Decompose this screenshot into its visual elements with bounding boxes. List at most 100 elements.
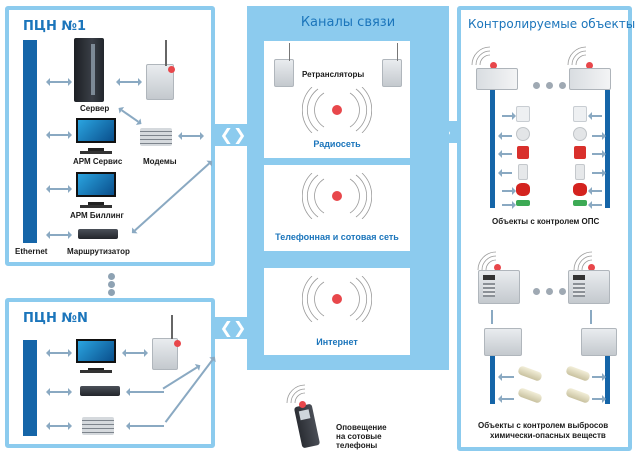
arrow-workstation-transmitter xyxy=(122,349,148,357)
bus-pcnN xyxy=(23,340,37,436)
workstation-icon xyxy=(76,118,116,154)
antenna-icon xyxy=(397,43,398,61)
arrow-bus-router xyxy=(46,388,72,396)
arrow-to-router xyxy=(126,388,164,396)
router-label: Маршрутизатор xyxy=(67,247,130,256)
modems-label: Модемы xyxy=(143,157,177,166)
signal-dot-icon xyxy=(588,264,595,271)
control-panel-icon xyxy=(476,68,518,90)
channels-title: Каналы связи xyxy=(300,15,396,30)
signal-dot-icon xyxy=(494,264,501,271)
arrow-sensor xyxy=(592,373,606,381)
phone-note-line3: телефоны xyxy=(336,441,378,450)
modems-icon xyxy=(140,128,172,146)
fire-alarm-button-icon xyxy=(574,146,586,159)
modems-icon xyxy=(82,417,114,435)
arrow-sensor xyxy=(588,187,602,195)
phone-note-line2: на сотовые xyxy=(336,432,382,441)
bus-right-ops xyxy=(605,90,610,208)
arrow-bus-modem xyxy=(46,422,72,430)
arrow-bus-arm-service xyxy=(46,131,72,139)
ethernet-label: Ethernet xyxy=(15,247,48,256)
signal-dot-icon xyxy=(490,62,497,69)
radio-waves-icon xyxy=(302,87,372,133)
phone-network-box: Телефонная и сотовая сеть xyxy=(264,165,410,251)
pcn1-title: ПЦН №1 xyxy=(23,19,87,34)
radio-waves-icon xyxy=(302,276,372,322)
antenna-icon xyxy=(289,43,290,61)
channels-panel: Каналы связи Ретрансляторы Радиосеть Тел… xyxy=(247,6,449,370)
chem-objects-label-line2: химически-опасных веществ xyxy=(490,431,606,440)
arrow-modems-out xyxy=(178,132,204,140)
arrow-sensor xyxy=(498,169,512,177)
signal-dot-icon xyxy=(332,191,342,201)
fire-alarm-button-icon xyxy=(517,146,529,159)
arrow-vertical xyxy=(590,310,592,324)
antenna-icon xyxy=(165,40,167,66)
arrow-bus-server xyxy=(46,78,72,86)
signal-dot-icon xyxy=(174,340,181,347)
more-pcn-dots xyxy=(108,272,115,297)
pcnN-panel xyxy=(5,298,215,448)
keypad-icon xyxy=(573,106,587,122)
router-icon xyxy=(80,386,120,396)
more-objects-dots xyxy=(530,76,569,94)
repeater-icon xyxy=(274,59,294,87)
arrow-bus-arm-billing xyxy=(46,185,72,193)
signal-dot-icon xyxy=(168,66,175,73)
exit-sign-icon xyxy=(573,200,587,206)
server-icon xyxy=(74,38,104,102)
arrow-vertical xyxy=(491,310,493,324)
connector-pcnN-channels: ❮❯ xyxy=(215,317,251,339)
connector-pcn1-channels: ❮❯ xyxy=(215,124,251,146)
more-objects-dots xyxy=(530,282,569,300)
radio-network-label: Радиосеть xyxy=(313,139,361,149)
arrow-sensor xyxy=(502,112,516,120)
radio-waves-icon xyxy=(302,173,372,219)
signal-dot-icon xyxy=(332,294,342,304)
phone-waves-icon xyxy=(286,384,306,404)
arrow-sensor xyxy=(592,395,606,403)
gas-analyzer-icon xyxy=(581,328,617,356)
internet-label: Интернет xyxy=(316,337,358,347)
arrow-sensor xyxy=(592,169,606,177)
keypad-icon xyxy=(516,106,530,122)
antenna-icon xyxy=(171,315,173,339)
siren-icon xyxy=(573,183,587,196)
motion-sensor-icon xyxy=(518,164,528,180)
arrow-sensor xyxy=(502,201,516,209)
arrow-sensor xyxy=(588,201,602,209)
signal-waves-icon xyxy=(573,251,593,271)
arrow-sensor xyxy=(498,132,512,140)
arrow-sensor xyxy=(588,112,602,120)
signal-waves-icon xyxy=(471,46,491,66)
internet-box: Интернет xyxy=(264,268,410,355)
transmitter-icon xyxy=(152,338,178,370)
smoke-detector-icon xyxy=(516,127,530,141)
arrow-bus-workstation xyxy=(46,349,72,357)
signal-waves-icon xyxy=(567,46,587,66)
repeater-icon xyxy=(382,59,402,87)
workstation-icon xyxy=(76,172,116,208)
router-icon xyxy=(78,229,118,239)
exit-sign-icon xyxy=(516,200,530,206)
signal-waves-icon xyxy=(477,251,497,271)
phone-note-line1: Оповещение xyxy=(336,423,387,432)
bus-left-ops xyxy=(490,90,495,208)
mobile-phone-icon xyxy=(293,403,321,449)
repeaters-label: Ретрансляторы xyxy=(302,70,365,79)
smoke-detector-icon xyxy=(573,127,587,141)
arm-service-label: АРМ Сервис xyxy=(73,157,123,166)
phone-network-label: Телефонная и сотовая сеть xyxy=(275,232,399,242)
siren-icon xyxy=(516,183,530,196)
gas-analyzer-icon xyxy=(484,328,522,356)
bus-left-chem xyxy=(490,356,495,404)
arm-billing-label: АРМ Биллинг xyxy=(70,211,124,220)
server-label: Сервер xyxy=(80,104,110,113)
workstation-icon xyxy=(76,339,116,373)
signal-dot-icon xyxy=(299,401,306,408)
signal-dot-icon xyxy=(586,62,593,69)
controller-icon xyxy=(568,270,610,304)
arrow-sensor xyxy=(498,150,512,158)
arrow-sensor xyxy=(498,373,514,381)
